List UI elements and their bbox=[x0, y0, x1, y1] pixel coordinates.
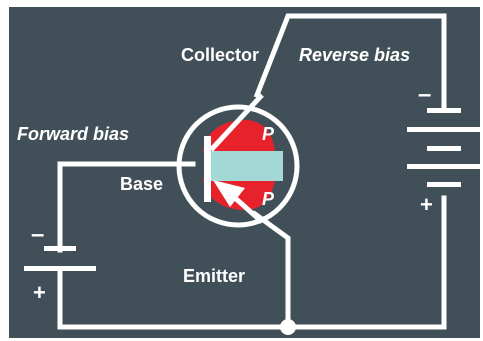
right-return-wire bbox=[57, 195, 447, 330]
left-battery-plus-sign: + bbox=[33, 280, 46, 305]
circuit-wires bbox=[57, 13, 447, 330]
right-battery-plate-1 bbox=[427, 108, 461, 113]
base-wire bbox=[57, 161, 196, 253]
reverse-bias-label: Reverse bias bbox=[299, 45, 410, 65]
forward-bias-label: Forward bias bbox=[17, 124, 129, 144]
right-battery-plate-2 bbox=[407, 127, 481, 132]
left-battery-long-plate bbox=[24, 266, 96, 271]
left-battery-short-plate bbox=[44, 246, 76, 251]
base-electrode bbox=[204, 136, 211, 202]
collector-label: Collector bbox=[181, 45, 259, 65]
left-battery bbox=[24, 246, 96, 271]
right-battery-plate-3 bbox=[427, 146, 461, 151]
emitter-wire bbox=[251, 210, 291, 330]
emitter-arrow-icon bbox=[213, 180, 245, 207]
emitter-lead bbox=[232, 195, 264, 224]
right-battery-plate-5 bbox=[427, 182, 461, 187]
n-base-region bbox=[204, 151, 283, 181]
left-battery-minus-sign: – bbox=[31, 221, 44, 248]
collector-wire bbox=[253, 13, 447, 113]
transistor-envelope bbox=[176, 104, 300, 228]
p-region-top bbox=[203, 120, 275, 152]
p-region-top-label: P bbox=[262, 124, 275, 144]
collector-lead bbox=[209, 93, 264, 152]
base-label: Base bbox=[120, 174, 163, 194]
right-battery-plus-sign: + bbox=[420, 192, 433, 217]
right-battery-minus-sign: – bbox=[418, 81, 431, 108]
right-battery-plate-4 bbox=[407, 164, 481, 169]
right-battery bbox=[407, 108, 481, 187]
p-region-bottom-label: P bbox=[262, 189, 275, 209]
junction-dot bbox=[280, 319, 296, 335]
emitter-label: Emitter bbox=[183, 266, 245, 286]
transistor-body bbox=[176, 93, 300, 228]
